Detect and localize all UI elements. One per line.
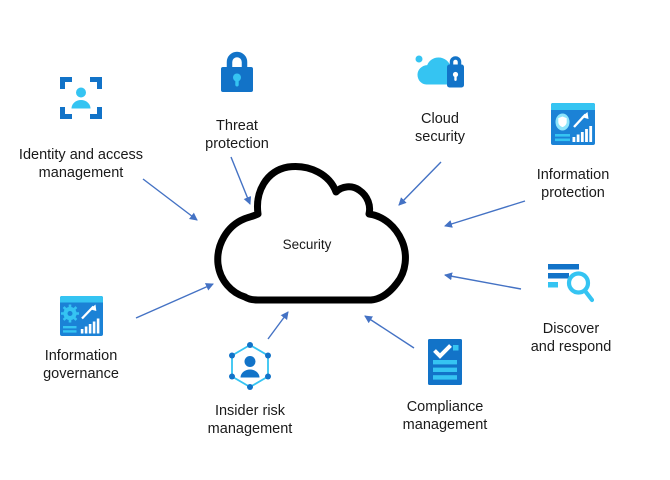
node-information-governance: Information governance [17, 296, 145, 383]
arrow-governance-to-cloud [135, 283, 214, 319]
node-label-insider-risk: Insider risk management [207, 403, 293, 437]
node-label-governance: Information governance [43, 348, 119, 382]
person-hexagon-network-icon [229, 342, 271, 390]
arrow-cloud-security-to-cloud [398, 161, 442, 206]
node-label-compliance: Compliance management [402, 399, 488, 433]
security-cloud-shape [214, 163, 409, 304]
node-label-discover: Discover and respond [530, 321, 612, 355]
arrow-identity-to-cloud [142, 178, 198, 221]
identity-scan-icon [60, 77, 102, 119]
search-findings-icon [548, 264, 594, 303]
arrow-threat-to-cloud [230, 156, 252, 205]
arrow-discover-to-cloud [444, 272, 522, 290]
arrow-insider-to-cloud [267, 311, 289, 340]
checklist-document-icon [428, 339, 462, 385]
node-identity-and-access-management: Identity and access management [6, 76, 156, 182]
node-information-protection: Information protection [513, 103, 633, 202]
node-insider-risk-management: Insider risk management [186, 342, 314, 438]
node-label-threat: Threat protection [205, 118, 269, 152]
node-label-identity: Identity and access management [18, 147, 144, 181]
node-discover-and-respond: Discover and respond [507, 262, 635, 356]
report-shield-icon [551, 103, 595, 145]
node-compliance-management: Compliance management [379, 339, 511, 434]
report-gear-icon [59, 296, 103, 336]
arrow-info-protection-to-cloud [444, 200, 526, 228]
node-cloud-security: Cloud security [380, 53, 500, 146]
arrow-compliance-to-cloud [364, 315, 415, 349]
lock-icon [221, 51, 253, 92]
node-label-cloud-security: Cloud security [415, 111, 465, 145]
node-label-info-protection: Information protection [536, 167, 610, 201]
node-threat-protection: Threat protection [175, 48, 299, 153]
cloud-security-center-label: Security [282, 237, 332, 252]
cloud-lock-icon [415, 55, 464, 88]
